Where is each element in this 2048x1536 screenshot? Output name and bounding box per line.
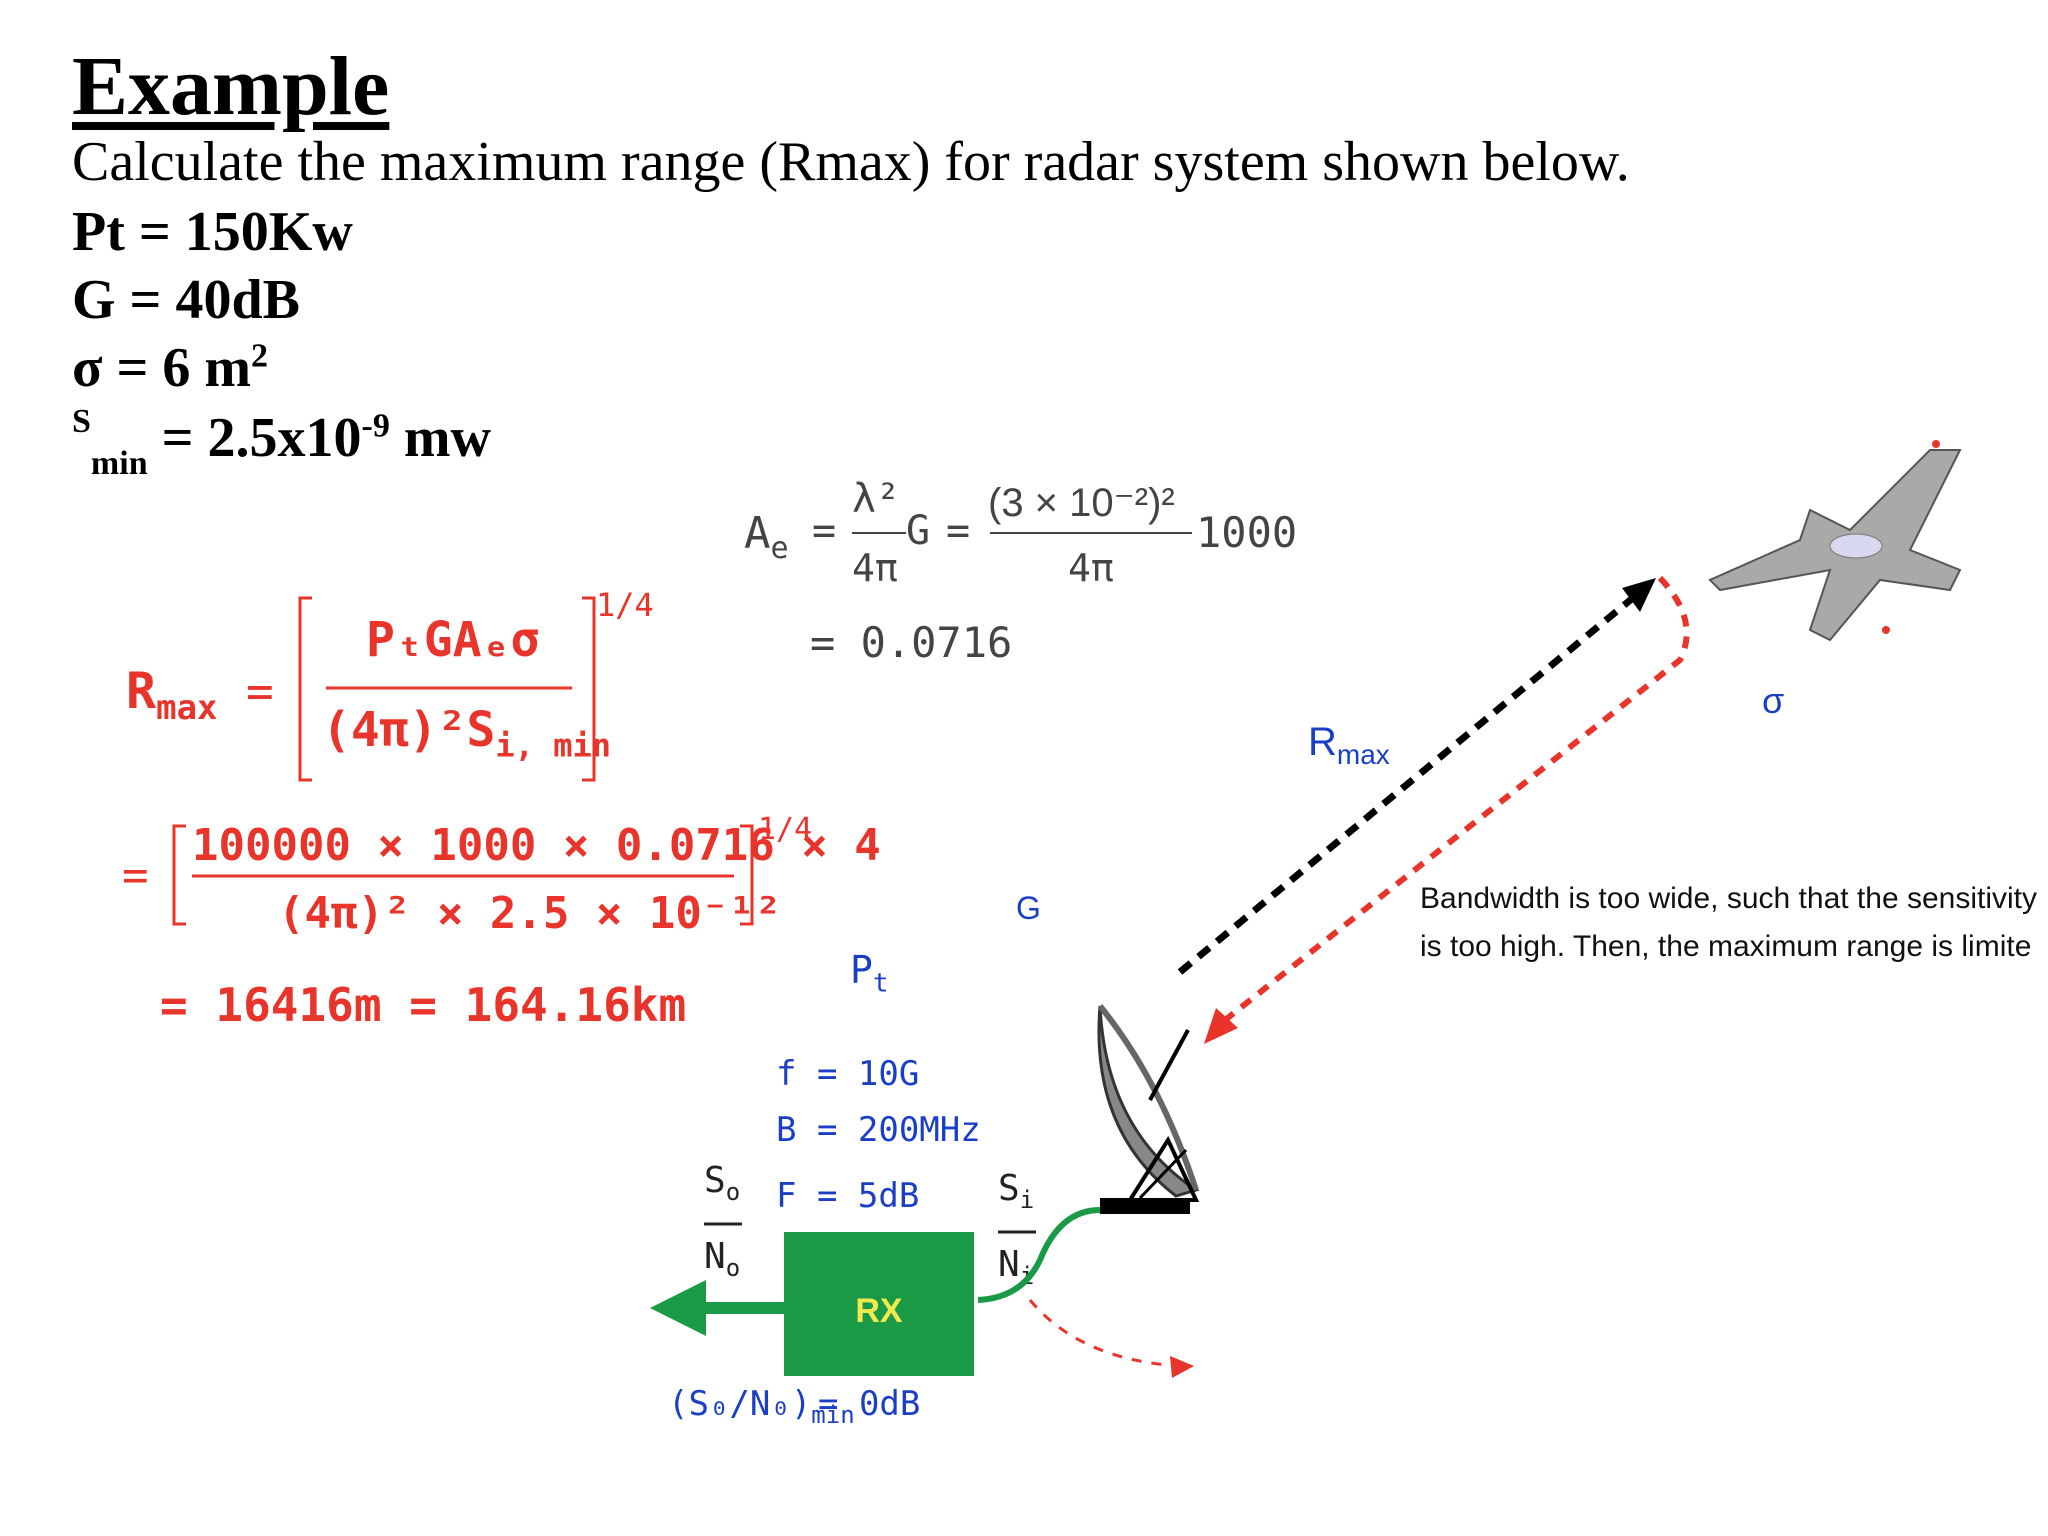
g-label: G [1016, 890, 1041, 926]
pt-label: Pt [850, 948, 889, 999]
echo-arrowhead [1204, 1008, 1238, 1044]
ae-result: = 0.0716 [810, 618, 1013, 667]
dish-antenna-icon [1097, 1004, 1200, 1214]
si-label: Si [998, 1168, 1035, 1215]
leakage-path [1028, 1299, 1181, 1368]
ae-num1: λ² [852, 476, 901, 522]
ae-den2: 4π [1068, 546, 1114, 590]
feed-line [977, 1207, 1101, 1303]
freq-label: f = 10G [776, 1054, 920, 1094]
ae-num2: (3 × 10⁻²)² [988, 481, 1175, 525]
step-num: 100000 × 1000 × 0.0716 × 4 [192, 820, 881, 871]
noise-figure-label: F = 5dB [776, 1176, 920, 1216]
output-arrowhead [650, 1280, 706, 1336]
step-eq: = [122, 850, 149, 901]
sigma-label: σ [1762, 680, 1785, 721]
ae-mult: 1000 [1196, 508, 1298, 557]
rmax-label: Rmax [1308, 720, 1390, 770]
snr-min-label: (S₀/N₀)min [668, 1384, 855, 1429]
step-den: (4π)² × 2.5 × 10⁻¹² [278, 888, 782, 939]
step-power: 1/4 [758, 812, 813, 847]
rx-label: RX [855, 1292, 903, 1330]
rmax-result: = 16416m = 164.16km [160, 978, 687, 1032]
no-label: No [704, 1236, 741, 1283]
rx-block [784, 1232, 974, 1376]
rmax-eq: = [246, 664, 274, 718]
aircraft-icon [1708, 440, 1962, 642]
ae-lhs: Ae [744, 508, 789, 566]
given-g: G = 40dB [72, 269, 300, 331]
ae-den1: 4π [852, 546, 898, 590]
rmax-num: PₜGAₑσ [366, 612, 540, 668]
rmax-lhs: Rmax [126, 662, 218, 728]
note-line-2: is too high. Then, the maximum range is … [1420, 930, 2032, 963]
transmit-arrowhead [1622, 578, 1656, 612]
snr-min-value: = 0dB [818, 1384, 921, 1424]
ae-g: G [906, 508, 931, 554]
problem-statement: Calculate the maximum range (Rmax) for r… [72, 131, 1630, 193]
bandwidth-label: B = 200MHz [776, 1110, 981, 1150]
page-title: Example [72, 40, 390, 133]
given-smin: Smin = 2.5x10-9 mw [72, 403, 491, 482]
ae-eq2: = [946, 508, 971, 554]
ni-label: Ni [998, 1244, 1035, 1291]
given-pt: Pt = 150Kw [72, 201, 353, 263]
ae-eq1: = [812, 508, 837, 554]
rmax-power: 1/4 [596, 586, 654, 624]
note-line-1: Bandwidth is too wide, such that the sen… [1420, 882, 2037, 915]
rmax-den: (4π)²Si, min [322, 702, 611, 765]
leakage-arrowhead [1170, 1356, 1194, 1378]
given-sigma: σ = 6 m2 [72, 337, 269, 399]
so-label: So [704, 1160, 741, 1207]
